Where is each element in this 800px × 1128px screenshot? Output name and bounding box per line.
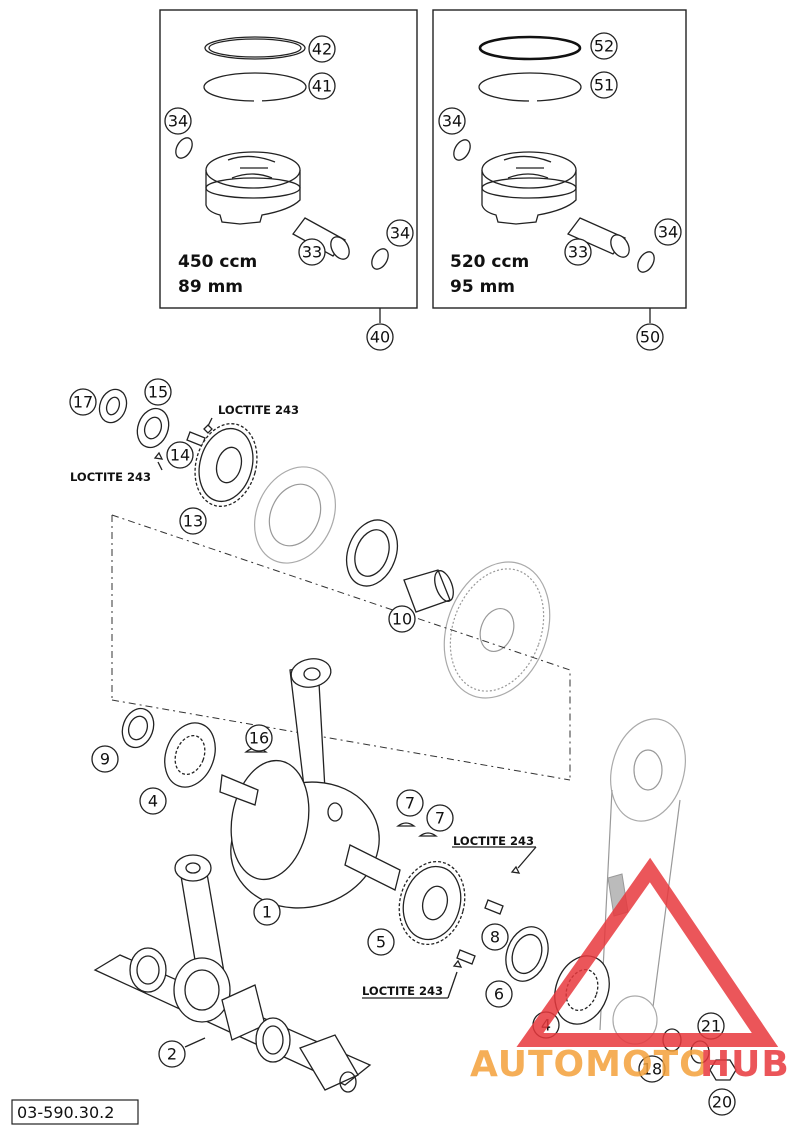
svg-text:33: 33 [568, 243, 588, 262]
callout-40: 40 [366, 323, 394, 351]
callout-16: 16 [245, 724, 273, 752]
callout-50: 50 [636, 323, 664, 351]
svg-text:7: 7 [435, 809, 445, 828]
svg-text:10: 10 [392, 610, 412, 629]
automotohub-watermark: AUTOMOTO HUB [470, 857, 790, 1085]
svg-text:40: 40 [370, 328, 390, 347]
svg-text:5: 5 [376, 933, 386, 952]
spec-bore: 95 mm [450, 277, 515, 297]
callout-33: 33 [298, 238, 326, 266]
svg-text:15: 15 [148, 383, 168, 402]
callout-41: 41 [308, 72, 336, 100]
svg-text:52: 52 [594, 37, 614, 56]
callout-1: 1 [253, 898, 281, 926]
part-callouts: 17 15 14 13 10 9 4 16 7 7 1 5 8 6 4 21 1… [69, 378, 736, 1116]
callout-5: 5 [367, 928, 395, 956]
diagram-code: 03-590.30.2 [17, 1103, 114, 1122]
svg-text:1: 1 [262, 903, 272, 922]
spec-displacement: 450 ccm [178, 252, 257, 272]
svg-text:9: 9 [100, 750, 110, 769]
svg-text:8: 8 [490, 928, 500, 947]
callout-52: 52 [590, 32, 618, 60]
piston-kit-box-450: 42 41 34 33 34 450 ccm 89 mm 40 [159, 9, 418, 351]
svg-text:14: 14 [170, 446, 190, 465]
callout-4: 4 [139, 787, 167, 815]
callout-2: 2 [158, 1040, 186, 1068]
callout-18: 18 [638, 1055, 666, 1083]
callout-7: 7 [396, 789, 424, 817]
callout-20: 20 [708, 1088, 736, 1116]
watermark-text-hub: HUB [700, 1044, 790, 1085]
loctite-label: LOCTITE 243 [362, 984, 443, 998]
callout-14: 14 [166, 441, 194, 469]
svg-text:34: 34 [658, 223, 678, 242]
svg-text:21: 21 [701, 1017, 721, 1036]
callout-6: 6 [485, 980, 513, 1008]
watermark-text-automoto: AUTOMOTO [470, 1044, 711, 1085]
svg-text:34: 34 [168, 112, 188, 131]
callout-33: 33 [564, 238, 592, 266]
callout-13: 13 [179, 507, 207, 535]
svg-text:33: 33 [302, 243, 322, 262]
callout-10: 10 [388, 605, 416, 633]
svg-text:16: 16 [249, 729, 269, 748]
callout-15: 15 [144, 378, 172, 406]
svg-text:18: 18 [642, 1060, 662, 1079]
callout-8: 8 [481, 923, 509, 951]
svg-text:51: 51 [594, 76, 614, 95]
spec-bore: 89 mm [178, 277, 243, 297]
balancer-drive-group [98, 388, 571, 781]
callout-51: 51 [590, 71, 618, 99]
callout-34: 34 [654, 218, 682, 246]
svg-text:4: 4 [148, 792, 158, 811]
loctite-label: LOCTITE 243 [453, 834, 534, 848]
svg-text:6: 6 [494, 985, 504, 1004]
callout-7: 7 [426, 804, 454, 832]
svg-text:42: 42 [312, 40, 332, 59]
svg-text:34: 34 [390, 224, 410, 243]
callout-42: 42 [308, 35, 336, 63]
callout-34: 34 [386, 219, 414, 247]
connecting-rod-assembly [93, 854, 372, 1093]
svg-text:20: 20 [712, 1093, 732, 1112]
svg-text:17: 17 [73, 393, 93, 412]
crankshaft-assembly [121, 658, 737, 1081]
diagram-code-box: 03-590.30.2 [11, 1099, 139, 1125]
svg-text:2: 2 [167, 1045, 177, 1064]
svg-text:7: 7 [405, 794, 415, 813]
spec-displacement: 520 ccm [450, 252, 529, 272]
svg-text:50: 50 [640, 328, 660, 347]
loctite-label: LOCTITE 243 [70, 470, 151, 484]
callout-17: 17 [69, 388, 97, 416]
svg-text:13: 13 [183, 512, 203, 531]
callout-34: 34 [164, 107, 192, 135]
svg-text:41: 41 [312, 77, 332, 96]
svg-text:34: 34 [442, 112, 462, 131]
loctite-notes: LOCTITE 243 LOCTITE 243 LOCTITE 243 LOCT… [70, 403, 537, 999]
piston-kit-box-520: 52 51 34 33 34 520 ccm 95 mm 50 [432, 9, 687, 351]
callout-9: 9 [91, 745, 119, 773]
callout-34: 34 [438, 107, 466, 135]
loctite-label: LOCTITE 243 [218, 403, 299, 417]
